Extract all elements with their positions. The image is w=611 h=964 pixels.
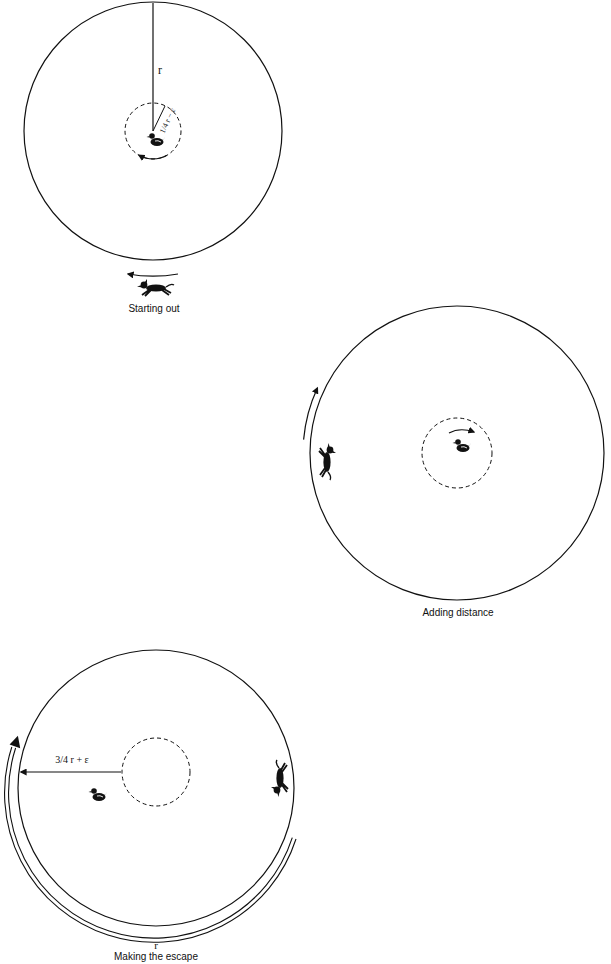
adding-distance-figure [304,306,604,600]
duck-icon [89,788,108,801]
motion-arrow [139,155,167,159]
starting-out-figure [24,2,282,296]
motion-arrow [128,274,178,276]
duck-icon [147,133,166,146]
inner-dashed-circle [422,418,492,488]
radius-label: r [158,64,162,76]
dimension-label: 1/4 r − ε [159,107,178,135]
dog-path-arc [9,748,293,938]
panel-caption: Adding distance [422,608,493,618]
radius-line [152,3,153,131]
dog-icon [319,443,336,480]
dog-icon [271,760,288,797]
making-escape-figure [5,650,296,942]
panel-caption: Starting out [128,304,179,314]
duck-icon [453,439,472,452]
motion-arrow [449,430,474,433]
dog-path-arc [5,747,296,942]
distance-label: r [154,940,158,951]
panel-caption: Making the escape [114,952,198,962]
pond-circle [24,2,282,260]
dog-icon [137,279,174,296]
pond-circle [310,306,604,600]
arrow-head [10,736,21,749]
inner-dashed-circle [122,738,190,806]
motion-arrow [304,388,318,440]
escape-arrow [21,771,121,772]
pond-circle [18,650,294,926]
dimension-label: 3/4 r + ε [55,755,88,765]
